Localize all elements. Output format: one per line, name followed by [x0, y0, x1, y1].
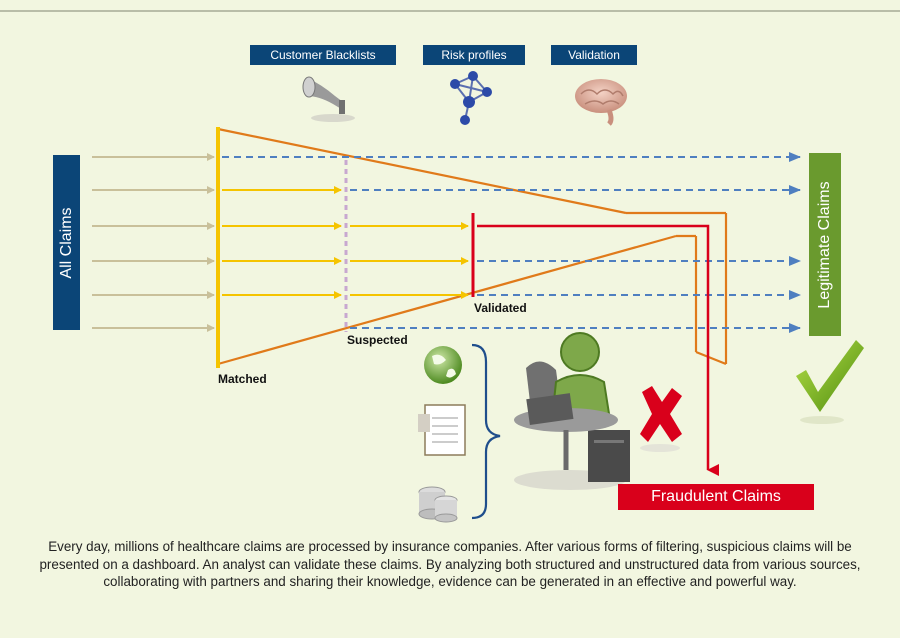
- legitimate-claims-bar: Legitimate Claims: [809, 153, 841, 336]
- all-claims-label: All Claims: [57, 206, 75, 279]
- brain-icon: [575, 79, 627, 126]
- input-arrows: [92, 153, 215, 332]
- matched-arrows: [222, 186, 342, 299]
- label-customer-blacklists: Customer Blacklists: [250, 45, 396, 65]
- caption-text: Every day, millions of healthcare claims…: [39, 539, 861, 589]
- label-risk-profiles: Risk profiles: [423, 45, 525, 65]
- legitimate-arrows: [222, 152, 801, 333]
- fraudulent-claims-label: Fraudulent Claims: [618, 484, 814, 510]
- all-claims-bar: All Claims: [53, 155, 80, 330]
- globe-icon: [424, 346, 462, 384]
- suspected-label: Suspected: [347, 333, 408, 347]
- fraud-arrow: [477, 224, 719, 476]
- funnel-outline: [217, 127, 728, 366]
- validated-label: Validated: [474, 301, 527, 315]
- network-icon: [450, 71, 492, 125]
- database-icon: [418, 486, 458, 523]
- analyst-icon: [514, 332, 630, 490]
- legitimate-claims-label: Legitimate Claims: [816, 180, 833, 309]
- top-divider: [0, 10, 900, 12]
- suspected-arrows: [350, 222, 469, 299]
- label-validation: Validation: [551, 45, 637, 65]
- cross-icon: [640, 386, 682, 452]
- funnel-icon: [302, 76, 355, 122]
- sources-brace: [471, 343, 501, 520]
- checkmark-icon: [796, 340, 864, 424]
- matched-label: Matched: [218, 372, 267, 386]
- document-icon: [418, 404, 466, 456]
